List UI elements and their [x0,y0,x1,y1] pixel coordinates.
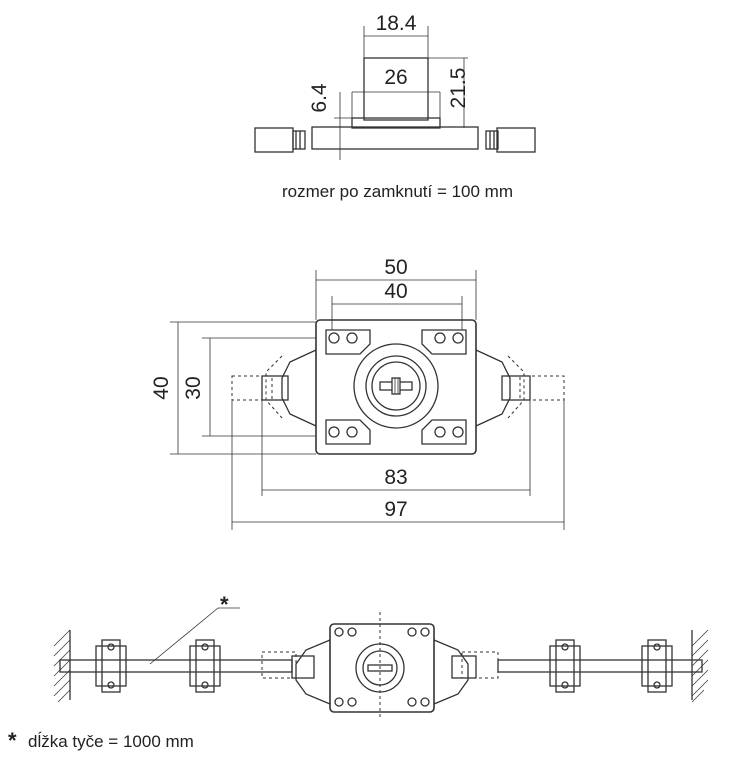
housing-outer [315,319,477,455]
left-bolt-neck [292,130,306,150]
dim-21-5: 21.5 [447,68,470,109]
dim-83: 83 [384,466,407,489]
dim-40-h: 40 [384,280,407,303]
dim-26: 26 [384,66,407,89]
rod-guides [95,639,673,693]
dim-40-v: 40 [150,376,173,399]
cylinder-body [363,57,429,121]
screw-hole [328,332,340,344]
lock-base-plate [311,126,479,150]
right-bolt [496,127,536,153]
front-view: 50 40 40 30 83 97 [150,256,565,530]
cylinder-outer [353,343,439,429]
top-view: 18.4 26 21.5 6.4 [254,12,536,160]
lock-dimension-caption: rozmer po zamknutí = 100 mm [282,182,514,201]
cylinder-collar [351,117,441,129]
rod-marker: * [220,592,229,617]
left-bolt [254,127,294,153]
dim-97: 97 [384,498,407,521]
left-rod [59,659,293,673]
dim-18-4: 18.4 [376,12,417,35]
right-bolt-neck [485,130,499,150]
footnote-marker: * [8,728,17,753]
rod-length-footnote: dĺžka tyče = 1000 mm [28,732,194,751]
assembly-view [53,607,709,720]
assembly-lock-housing [329,623,435,713]
cylinder-inner [365,355,427,417]
dim-30-v: 30 [182,376,205,399]
dim-6-4: 6.4 [308,83,331,113]
leader-line [149,607,219,665]
dim-50: 50 [384,256,407,279]
